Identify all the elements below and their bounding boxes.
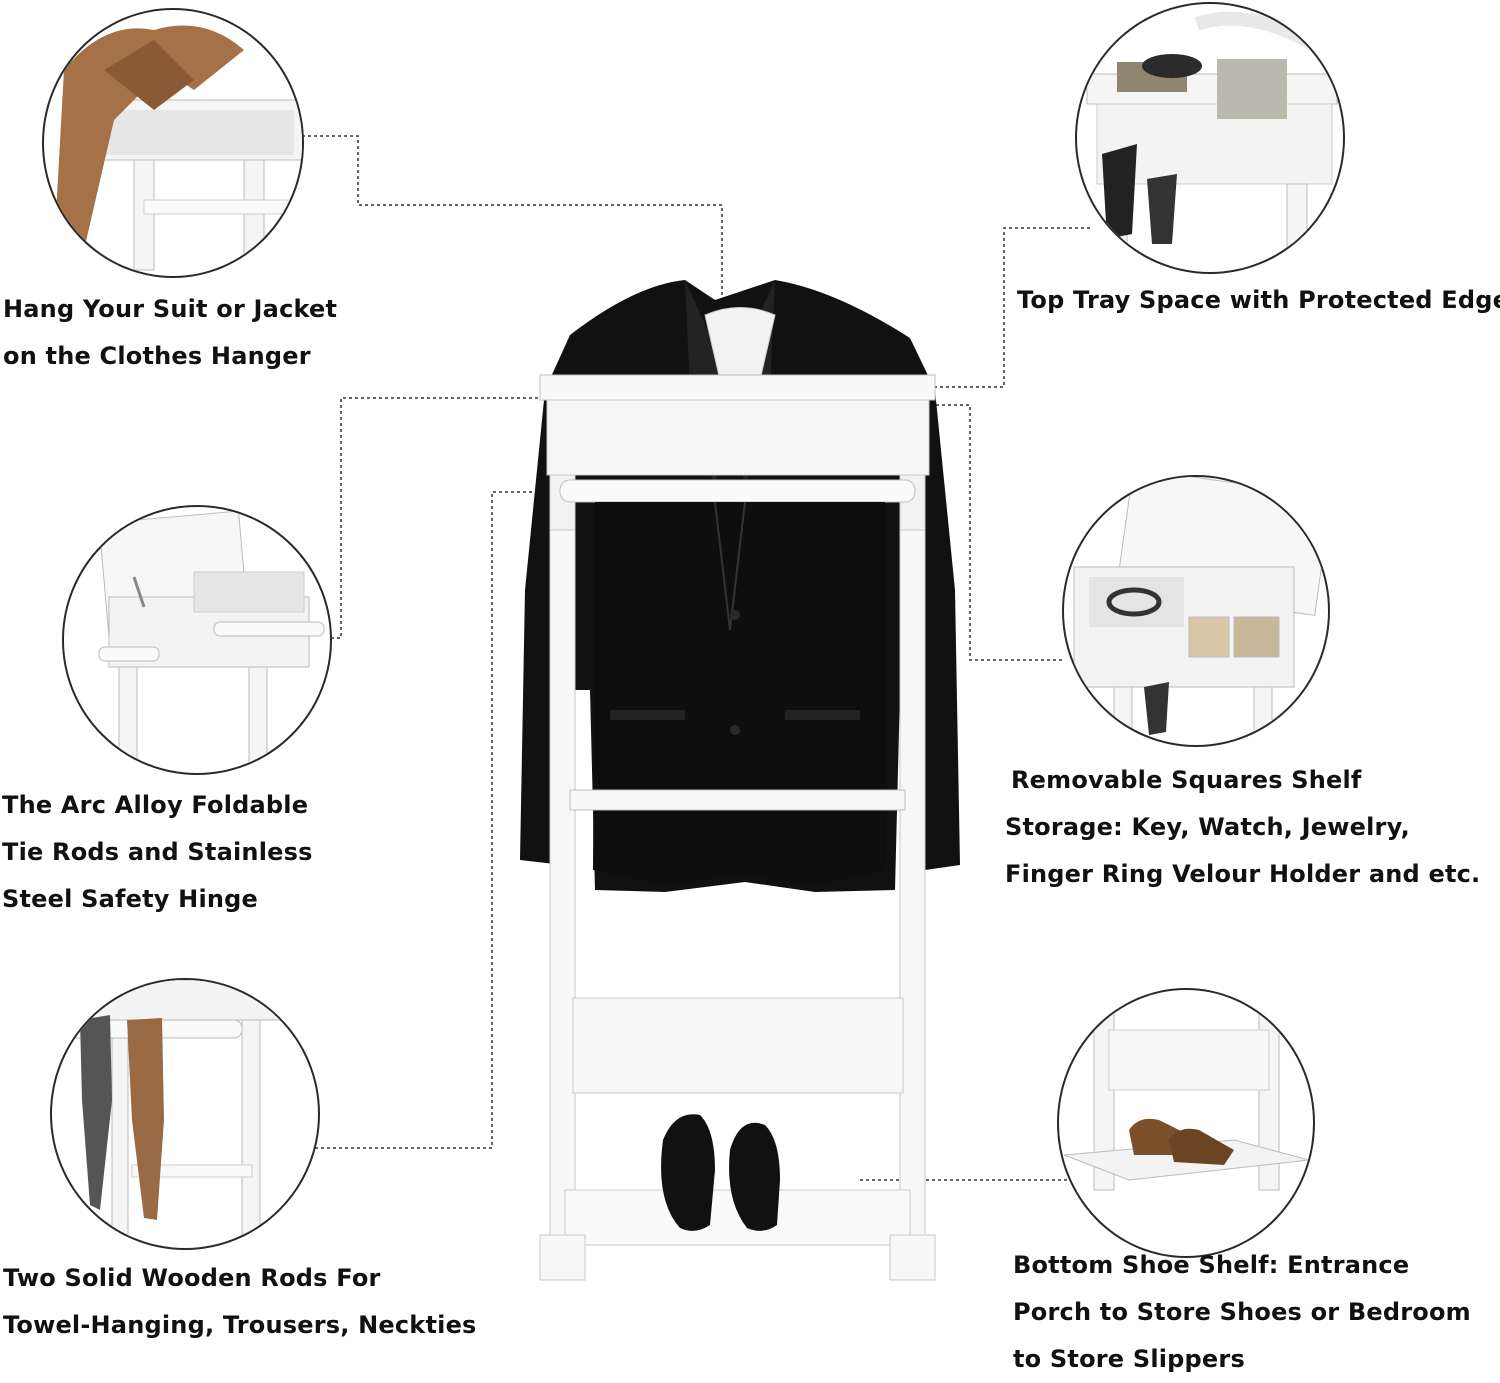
inset-hanger [42, 8, 304, 278]
caption-tie-rods: The Arc Alloy Foldable Tie Rods and Stai… [2, 782, 313, 923]
left-shoe [661, 1114, 715, 1231]
left-leg [549, 529, 576, 1266]
upper-rod [559, 479, 916, 503]
caption-line: Top Tray Space with Protected Edge [1017, 286, 1500, 314]
inset-squares-shelf [1062, 475, 1330, 747]
caption-hanger: Hang Your Suit or Jacket on the Clothes … [3, 286, 337, 380]
leader-line-wooden-rods [315, 491, 558, 1149]
caption-line: Two Solid Wooden Rods For [3, 1264, 381, 1292]
right-shoe [729, 1122, 780, 1231]
caption-line: to Store Slippers [1013, 1345, 1245, 1373]
right-leg [899, 529, 926, 1266]
caption-line: The Arc Alloy Foldable [2, 791, 309, 819]
caption-line: Towel-Hanging, Trousers, Neckties [3, 1311, 477, 1339]
caption-line: Finger Ring Velour Holder and etc. [1005, 860, 1481, 888]
caption-line: Hang Your Suit or Jacket [3, 295, 338, 323]
hanger [704, 307, 776, 381]
caption-squares-shelf: Removable Squares Shelf Storage: Key, Wa… [1005, 757, 1480, 898]
caption-wooden-rods: Two Solid Wooden Rods For Towel-Hanging,… [3, 1255, 477, 1349]
leader-line-hanger [302, 135, 723, 295]
caption-line: Storage: Key, Watch, Jewelry, [1005, 813, 1410, 841]
caption-line: Porch to Store Shoes or Bedroom [1013, 1298, 1471, 1326]
middle-rod [569, 789, 906, 811]
inset-shoe-shelf [1057, 988, 1315, 1258]
leader-line-tie-rods [325, 397, 545, 639]
top-tray [539, 374, 936, 401]
caption-line: on the Clothes Hanger [3, 342, 311, 370]
back-panel [572, 997, 904, 1094]
inset-wooden-rods [50, 978, 320, 1250]
caption-line: Removable Squares Shelf [1011, 766, 1362, 794]
leader-line-tray [922, 227, 1090, 388]
caption-tray: Top Tray Space with Protected Edge [1017, 277, 1500, 324]
caption-line: Steel Safety Hinge [2, 885, 259, 913]
inset-tray [1075, 2, 1345, 274]
caption-shoe-shelf: Bottom Shoe Shelf: Entrance Porch to Sto… [1013, 1242, 1471, 1383]
caption-line: Bottom Shoe Shelf: Entrance [1013, 1251, 1410, 1279]
leader-line-squares [930, 404, 1063, 661]
valet-stand-illustration [520, 280, 960, 1281]
inset-tie-rods [62, 505, 332, 775]
caption-line: Tie Rods and Stainless [2, 838, 313, 866]
